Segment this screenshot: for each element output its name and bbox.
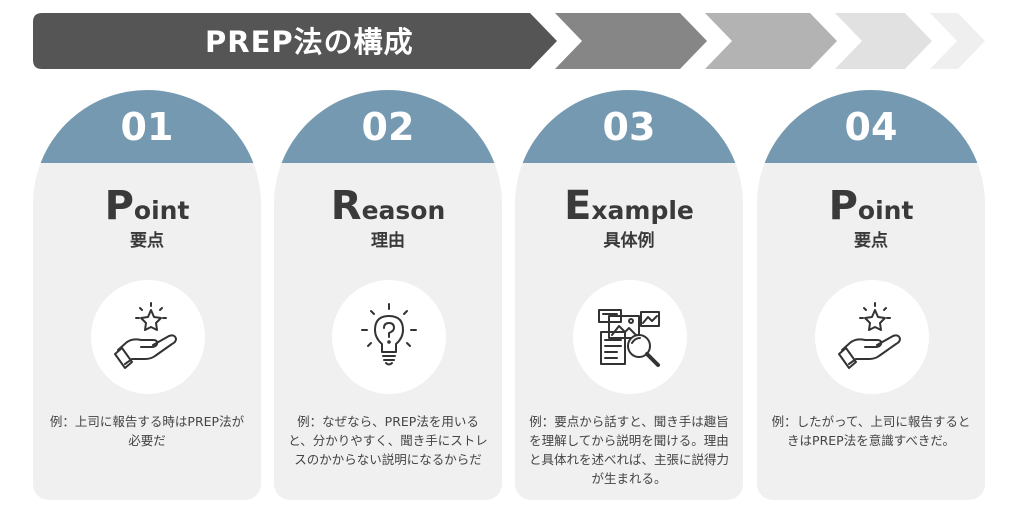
- card-description: 例：なぜなら、PREP法を用いると、分かりやすく、聞き手にストレスのかからない説…: [288, 414, 488, 467]
- banner-chevron-graphic: [33, 13, 985, 69]
- card-description: 例：したがって、上司に報告するときはPREP法を意識すべきだ。: [771, 414, 971, 448]
- card-header: [274, 90, 502, 163]
- term-rest: oint: [857, 196, 914, 225]
- hand-star-icon: [838, 302, 901, 369]
- card-label: 要点: [854, 231, 888, 251]
- card-number: 04: [844, 105, 898, 149]
- card-label: 具体例: [603, 231, 655, 251]
- icon-circle: [815, 280, 929, 394]
- card-term: Reason: [274, 183, 502, 237]
- card-header: [33, 90, 261, 163]
- banner-title: PREP法の構成: [205, 25, 414, 59]
- term-initial: P: [104, 183, 134, 229]
- step-card-reason: 02 Reason 理由 例：なぜなら、PREP法を用いると、分かりやすく、聞き…: [274, 90, 502, 500]
- card-header: [757, 90, 985, 163]
- card-number: 02: [361, 105, 415, 149]
- card-header: [515, 90, 743, 163]
- icon-circle: [91, 280, 205, 394]
- term-initial: P: [828, 183, 858, 229]
- step-card-point-1: 01 Point 要点 例：上司に報告する時はPREP法が必要だ: [33, 90, 261, 500]
- card-label: 要点: [130, 231, 164, 251]
- step-card-example: 03 Example 具体例 例：要点から話すと、聞き手は趣旨を理解してから説明…: [515, 90, 743, 500]
- step-card-point-2: 04 Point 要点 例：したがって、上司に報告するときはPREP法を意識すべ…: [757, 90, 985, 500]
- icon-circle: [332, 280, 446, 394]
- document-magnifier-icon: [598, 309, 660, 367]
- card-term: Point: [33, 183, 261, 237]
- term-initial: R: [330, 183, 362, 229]
- term-rest: xample: [591, 196, 694, 225]
- card-description: 例：要点から話すと、聞き手は趣旨を理解してから説明を聞ける。理由と具体れを述べれ…: [528, 414, 729, 486]
- hand-star-icon: [114, 302, 177, 369]
- card-term: Point: [757, 183, 985, 237]
- title-banner: PREP法の構成: [0, 0, 1024, 90]
- term-rest: oint: [133, 196, 190, 225]
- card-number: 03: [602, 105, 656, 149]
- card-number: 01: [120, 105, 174, 149]
- icon-circle: [573, 280, 687, 394]
- card-term: Example: [515, 183, 743, 237]
- term-rest: eason: [361, 196, 446, 225]
- lightbulb-question-icon: [361, 303, 417, 366]
- card-label: 理由: [371, 231, 405, 251]
- term-initial: E: [564, 183, 592, 229]
- card-description: 例：上司に報告する時はPREP法が必要だ: [49, 414, 245, 448]
